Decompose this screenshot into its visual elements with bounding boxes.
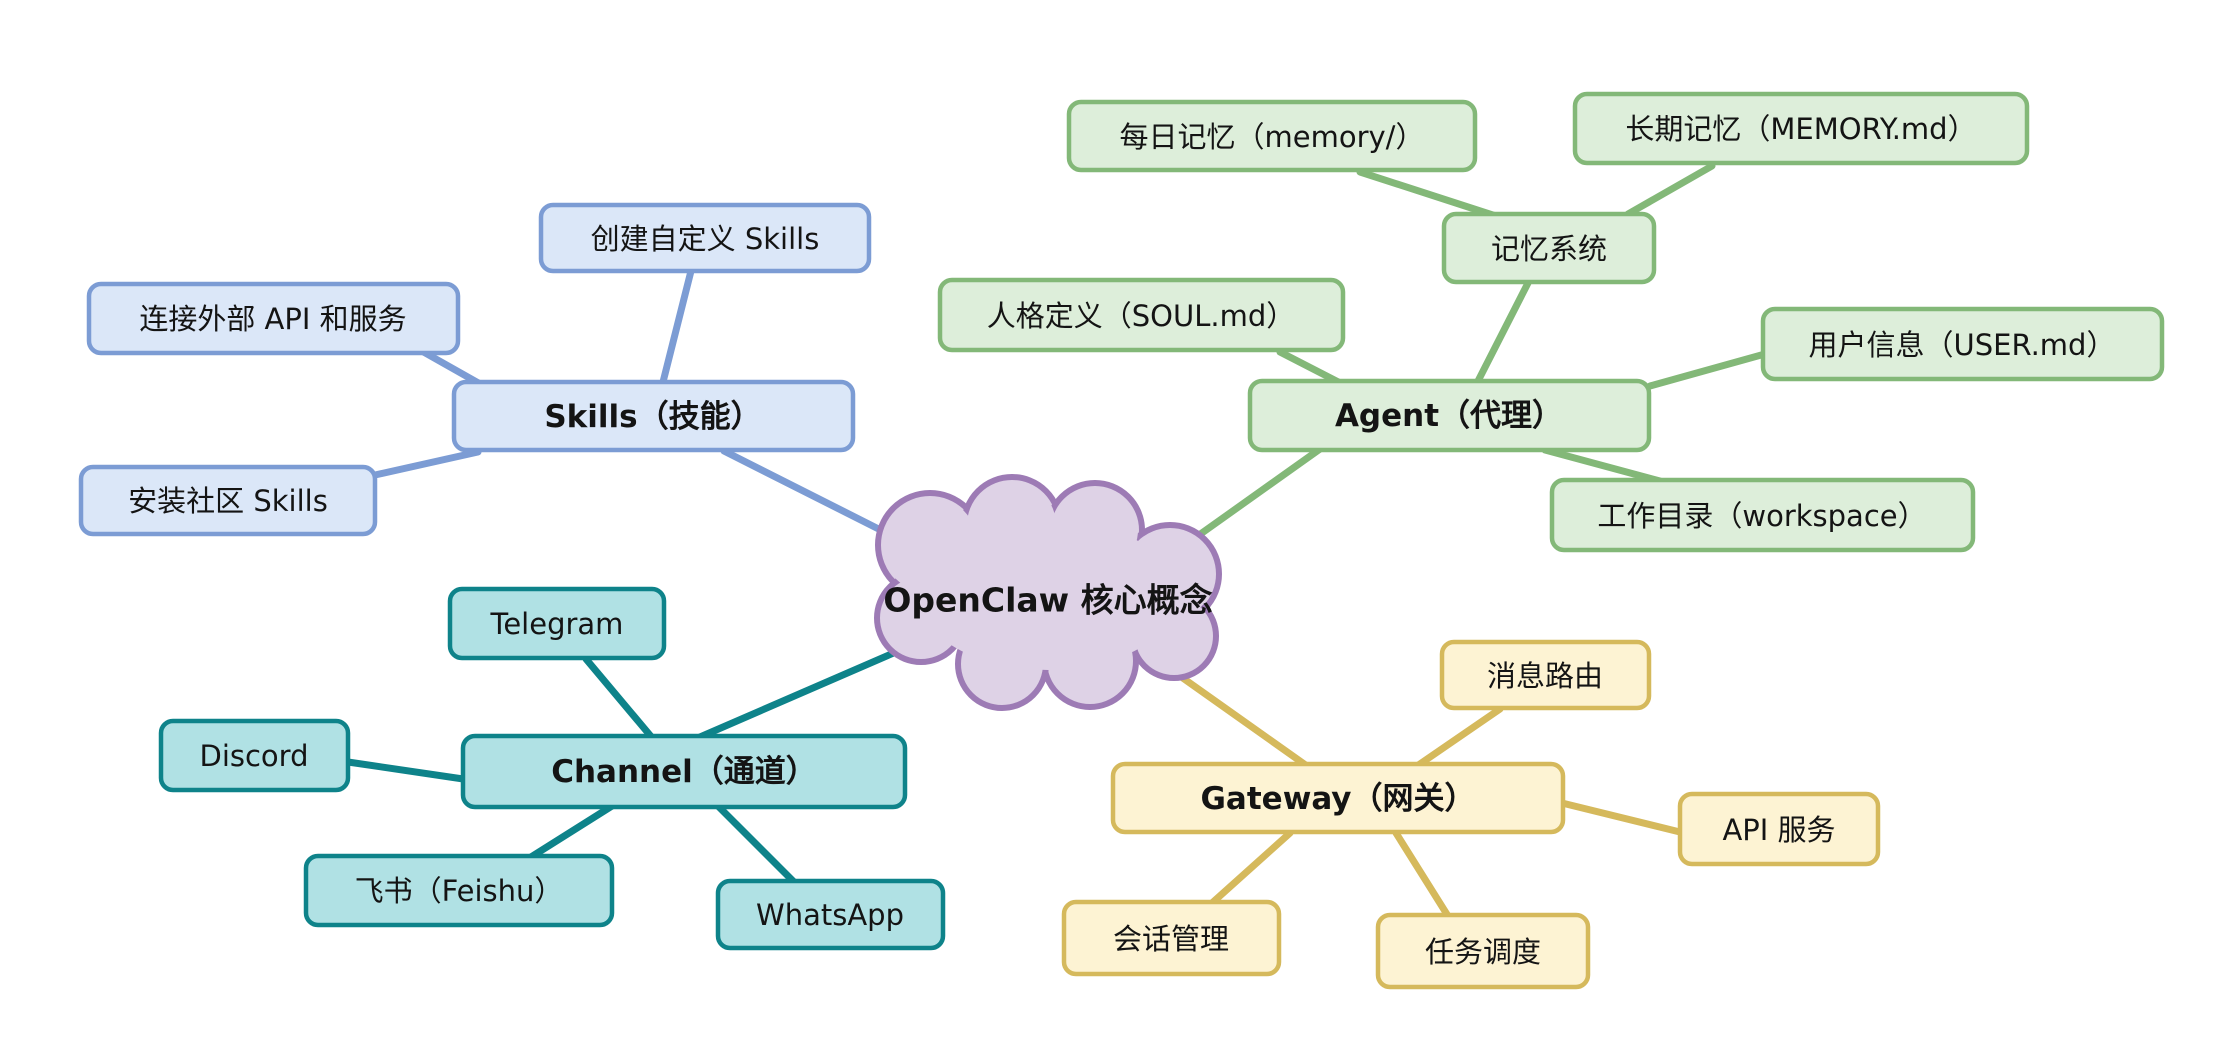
connector-channel-whatsapp — [714, 802, 799, 887]
connector-channel-discord — [344, 758, 474, 784]
branch-gateway: Gateway（网关） 消息路由 API 服务 会话管理 任务调度 — [1061, 639, 1881, 990]
connector-agent-center — [1181, 445, 1324, 549]
connector-skills-community — [362, 448, 482, 481]
connector-gateway-session — [1208, 829, 1294, 907]
node-external-api-box — [86, 281, 461, 356]
node-skills-main-box — [451, 379, 856, 453]
node-api-service-label: API 服务 — [1722, 813, 1835, 847]
connector-skills-create-custom — [658, 267, 695, 390]
node-center-cloud: OpenClaw 核心概念 — [874, 474, 1222, 711]
node-long-term-memory-label: 长期记忆（MEMORY.md） — [1625, 112, 1976, 146]
node-session-mgmt-box — [1061, 899, 1282, 977]
node-telegram-label: Telegram — [490, 607, 624, 641]
node-channel-main-box — [460, 733, 908, 810]
node-discord-label: Discord — [199, 739, 308, 773]
node-gateway-main-box — [1110, 761, 1566, 835]
node-daily-memory-box — [1066, 99, 1478, 173]
connector-memory-longterm — [1624, 162, 1716, 218]
connector-gateway-task — [1392, 829, 1452, 920]
node-session-mgmt-label: 会话管理 — [1113, 922, 1229, 956]
node-task-scheduling-label: 任务调度 — [1425, 935, 1541, 969]
node-create-custom-skills-label: 创建自定义 Skills — [591, 222, 820, 256]
node-agent-main-label: Agent（代理） — [1335, 398, 1563, 434]
branch-channel: Channel（通道） Telegram Discord 飞书（Feishu） … — [158, 586, 946, 951]
node-community-skills-box — [78, 464, 378, 537]
agent-connectors — [1181, 162, 1776, 549]
connector-gateway-api-service — [1558, 799, 1688, 837]
node-create-custom-skills-box — [538, 202, 872, 274]
node-message-routing-label: 消息路由 — [1487, 659, 1603, 693]
node-user-info-label: 用户信息（USER.md） — [1809, 328, 2116, 362]
node-soul-box — [937, 277, 1346, 353]
node-whatsapp-label: WhatsApp — [756, 898, 904, 932]
connector-agent-memory-system — [1473, 279, 1532, 387]
node-agent-main-box — [1247, 378, 1652, 453]
node-user-info-box — [1760, 306, 2165, 382]
node-daily-memory-label: 每日记忆（memory/） — [1120, 120, 1425, 154]
center-node-label: OpenClaw 核心概念 — [883, 581, 1212, 620]
node-soul-label: 人格定义（SOUL.md） — [987, 299, 1296, 333]
connector-channel-telegram — [582, 655, 658, 744]
connector-agent-workspace — [1541, 446, 1664, 485]
node-skills-main-label: Skills（技能） — [544, 399, 761, 435]
node-gateway-main-label: Gateway（网关） — [1200, 781, 1475, 817]
node-memory-system-label: 记忆系统 — [1491, 232, 1607, 266]
cloud-fill — [881, 481, 1215, 704]
node-message-routing-box — [1439, 639, 1652, 711]
node-discord-box — [158, 718, 351, 793]
connector-gateway-routing — [1413, 705, 1504, 770]
node-long-term-memory-box — [1572, 91, 2030, 166]
node-whatsapp-box — [715, 878, 946, 951]
node-api-service-box — [1677, 791, 1881, 867]
connector-channel-feishu — [527, 802, 616, 861]
node-workspace-box — [1549, 477, 1976, 553]
node-channel-main-label: Channel（通道） — [551, 754, 817, 790]
node-memory-system-box — [1441, 211, 1657, 285]
connector-agent-user-info — [1646, 348, 1776, 390]
connector-memory-daily — [1356, 168, 1506, 222]
node-feishu-label: 飞书（Feishu） — [355, 874, 564, 908]
node-feishu-box — [303, 853, 615, 928]
node-workspace-label: 工作目录（workspace） — [1597, 499, 1926, 533]
node-external-api-label: 连接外部 API 和服务 — [139, 302, 406, 336]
branch-agent: Agent（代理） 每日记忆（memory/） 长期记忆（MEMORY.md） … — [937, 91, 2165, 553]
node-community-skills-label: 安装社区 Skills — [128, 484, 328, 518]
branch-skills: Skills（技能） 创建自定义 Skills 连接外部 API 和服务 安装社… — [78, 202, 872, 537]
node-telegram-box — [447, 586, 667, 661]
node-task-scheduling-box — [1375, 912, 1591, 990]
